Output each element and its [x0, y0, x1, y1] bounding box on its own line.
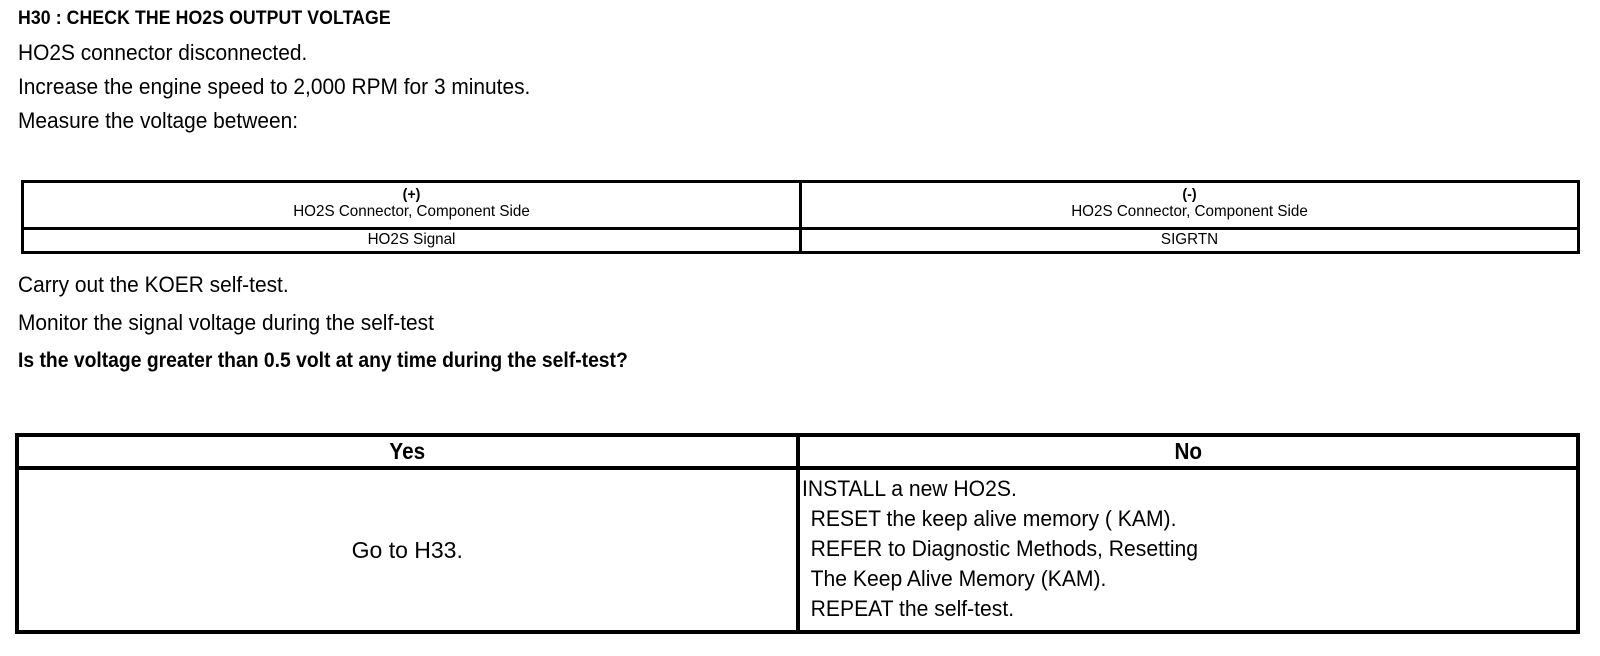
connector-positive-header-cell: (+) HO2S Connector, Component Side: [21, 180, 802, 230]
connector-negative-pin-cell: SIGRTN: [799, 227, 1580, 254]
decision-no-action-line-4: The Keep Alive Memory (KAM).: [810, 566, 1106, 591]
decision-yes-header-label: Yes: [389, 438, 426, 464]
pin-name-negative: SIGRTN: [1160, 231, 1219, 248]
middle-instruction-block: Carry out the KOER self-test. Monitor th…: [18, 272, 1578, 374]
table-row-pins: HO2S Signal SIGRTN: [21, 227, 1580, 254]
connector-negative-header-cell: (-) HO2S Connector, Component Side: [799, 180, 1580, 230]
decision-yes-action-cell: Go to H33.: [15, 466, 800, 634]
connector-positive-pin-cell: HO2S Signal: [21, 227, 802, 254]
yes-no-decision-table: Yes No Go to H33. INSTALL a new HO2S. RE…: [15, 433, 1580, 634]
decision-no-action-line-2: RESET the keep alive memory ( KAM).: [810, 506, 1176, 531]
polarity-negative-label: (-): [1182, 186, 1197, 203]
table-row-header: (+) HO2S Connector, Component Side (-) H…: [21, 180, 1580, 230]
decision-yes-header-cell: Yes: [15, 433, 800, 470]
instruction-line-3: Measure the voltage between:: [18, 108, 299, 133]
decision-no-action-line-3: REFER to Diagnostic Methods, Resetting: [810, 536, 1198, 561]
middle-instruction-line-2: Monitor the signal voltage during the se…: [18, 310, 434, 335]
decision-yes-action-text: Go to H33.: [351, 537, 463, 563]
connector-negative-description: HO2S Connector, Component Side: [1071, 203, 1308, 220]
decision-no-header-label: No: [1173, 438, 1202, 464]
page-title: H30 : CHECK THE HO2S OUTPUT VOLTAGE: [18, 8, 391, 29]
intro-block: H30 : CHECK THE HO2S OUTPUT VOLTAGE HO2S…: [18, 6, 1578, 134]
table-row-decision-header: Yes No: [15, 433, 1580, 470]
middle-instruction-line-1: Carry out the KOER self-test.: [18, 272, 289, 297]
connector-measurement-table: (+) HO2S Connector, Component Side (-) H…: [21, 180, 1580, 254]
polarity-positive-label: (+): [402, 186, 421, 203]
decision-no-action-list: INSTALL a new HO2S. RESET the keep alive…: [800, 470, 1577, 624]
instruction-line-2: Increase the engine speed to 2,000 RPM f…: [18, 74, 531, 99]
decision-no-header-cell: No: [795, 433, 1580, 470]
instruction-line-1: HO2S connector disconnected.: [18, 40, 308, 65]
table-row-decision-body: Go to H33. INSTALL a new HO2S. RESET the…: [15, 466, 1580, 634]
decision-no-action-line-1: INSTALL a new HO2S.: [801, 476, 1017, 501]
decision-no-action-cell: INSTALL a new HO2S. RESET the keep alive…: [795, 466, 1580, 634]
pin-name-positive: HO2S Signal: [367, 231, 456, 248]
decision-no-action-line-5: REPEAT the self-test.: [810, 596, 1014, 621]
connector-positive-description: HO2S Connector, Component Side: [293, 203, 530, 220]
decision-question: Is the voltage greater than 0.5 volt at …: [18, 349, 628, 372]
